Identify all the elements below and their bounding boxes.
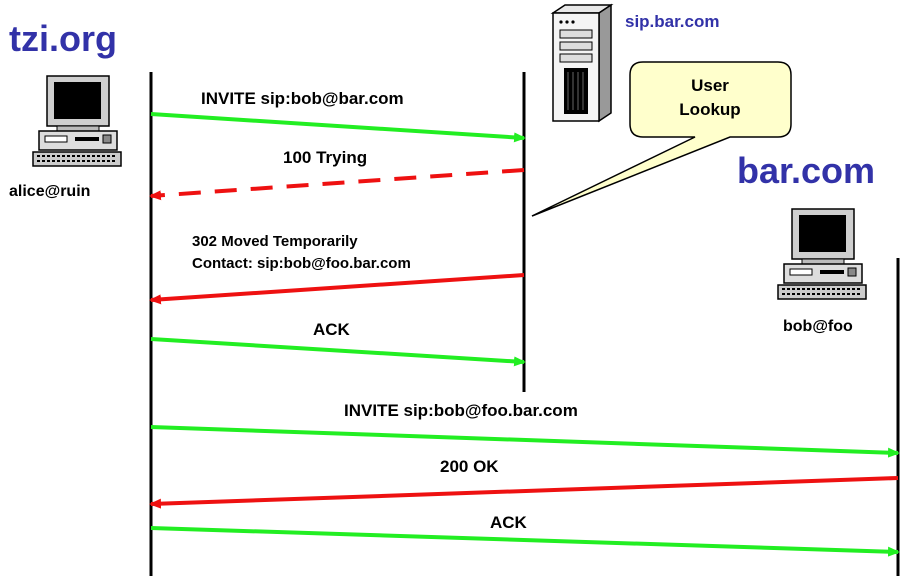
bob-computer-icon [777,208,867,300]
arrow-invite-1 [150,112,526,143]
arrow-ack-2 [150,526,900,557]
message-label-ack-2: ACK [490,513,527,532]
domain-label-sip-bar: sip.bar.com [625,12,720,31]
message-label-200-ok: 200 OK [440,457,499,476]
user-lookup-line-2: Lookup [679,100,741,119]
message-label-invite-1: INVITE sip:bob@bar.com [201,89,404,108]
alice-computer-icon [32,75,122,167]
arrow-200-ok [149,476,899,509]
arrow-invite-2 [150,425,900,458]
user-lookup-line-1: User [691,76,729,95]
arrow-ack-1 [150,337,526,367]
message-label-302-line-1: 302 Moved Temporarily [192,233,358,250]
message-label-100-trying: 100 Trying [283,148,368,167]
domain-label-bar: bar.com [737,150,876,191]
message-label-ack-1: ACK [313,320,350,339]
message-label-invite-2: INVITE sip:bob@foo.bar.com [344,401,578,420]
server-tower-icon [550,3,614,123]
domain-label-tzi: tzi.org [9,18,117,59]
endpoint-label-alice: alice@ruin [9,183,91,200]
user-lookup-callout [531,61,792,217]
arrow-302-moved [149,273,525,305]
endpoint-label-bob: bob@foo [783,318,853,335]
user-lookup-text: User Lookup [640,74,780,122]
arrow-100-trying [149,168,525,201]
message-label-302-moved: 302 Moved Temporarily Contact: sip:bob@f… [192,231,411,275]
message-label-302-line-2: Contact: sip:bob@foo.bar.com [192,255,411,272]
